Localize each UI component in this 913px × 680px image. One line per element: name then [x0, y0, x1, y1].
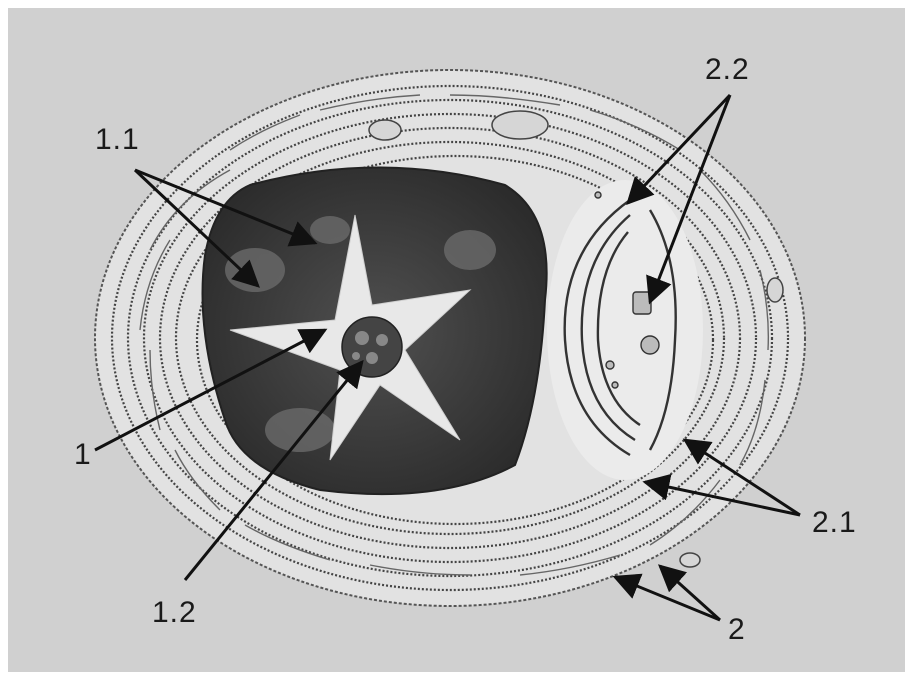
label-1: 1 [74, 440, 92, 470]
nucleolus [342, 317, 402, 377]
label-2-2: 2.2 [705, 55, 750, 85]
pointer-2-a [615, 577, 720, 620]
label-2-1: 2.1 [812, 508, 857, 538]
label-1-2: 1.2 [152, 598, 197, 628]
pointer-2-b [660, 566, 720, 620]
label-1-1: 1.1 [95, 125, 140, 155]
label-2: 2 [728, 615, 746, 645]
